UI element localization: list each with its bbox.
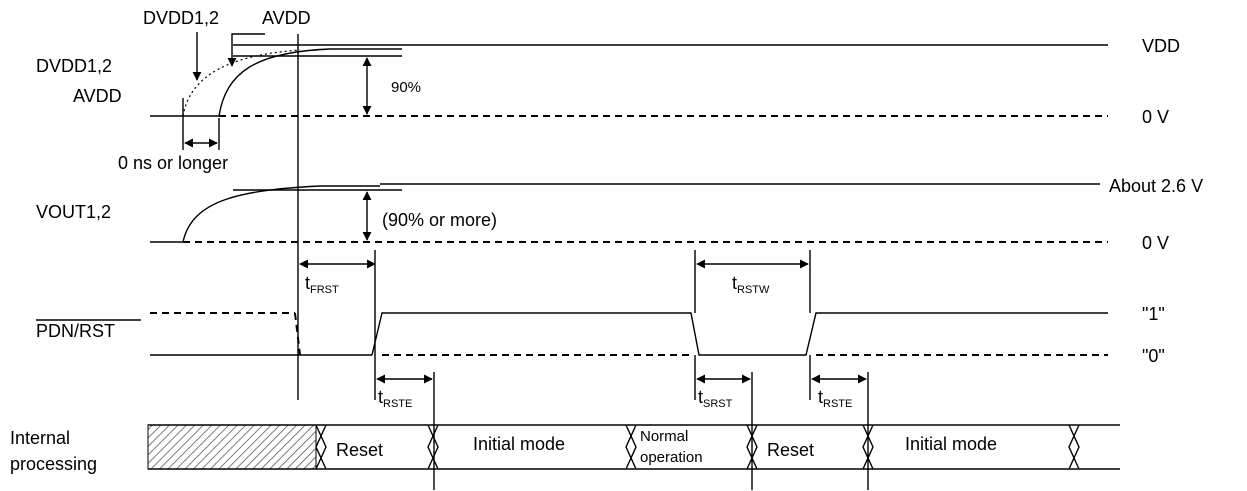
- avdd-pointer-arrow: [227, 33, 265, 67]
- pdn-label: PDN/RST: [36, 321, 115, 341]
- internal-label-line1: Internal: [10, 428, 70, 448]
- vout-rise-curve: [182, 185, 380, 243]
- state-normal-line1: Normal: [640, 428, 688, 445]
- bus-transition-1: [315, 424, 327, 470]
- dvdd-rise-curve: [182, 49, 301, 117]
- timing-dimensions: tFRST tRSTW tRSTE tSRST tRSTE: [299, 250, 869, 490]
- vout-rise-percent: (90% or more): [382, 210, 497, 230]
- supply-rise-percent: 90%: [391, 79, 421, 96]
- state-initial-mode-2: Initial mode: [905, 434, 997, 454]
- vout-level-high: About 2.6 V: [1109, 176, 1203, 196]
- supply-arrow-label-dvdd: DVDD1,2: [143, 8, 219, 28]
- vout-level-low: 0 V: [1142, 233, 1169, 253]
- bus-transition-3: [625, 424, 637, 470]
- supply-label-line1: DVDD1,2: [36, 56, 112, 76]
- supply-level-high: VDD: [1142, 36, 1180, 56]
- undefined-state-hatch: [147, 424, 317, 470]
- internal-label-line2: processing: [10, 454, 97, 474]
- vout-label: VOUT1,2: [36, 202, 111, 222]
- pdn-level-high: "1": [1142, 304, 1165, 324]
- pdn-waveform-1: [371, 312, 1108, 356]
- supply-signal: DVDD1,2 AVDD DVDD1,2 AVDD 90% VDD 0 V 0 …: [36, 8, 1180, 173]
- t-srst-label: tSRST: [698, 387, 733, 410]
- t-rste2-label: tRSTE: [818, 387, 852, 410]
- t-rste1-label: tRSTE: [378, 387, 412, 410]
- state-normal-line2: operation: [640, 449, 703, 466]
- supply-arrow-label-avdd: AVDD: [262, 8, 311, 28]
- avdd-rise-curve: [218, 48, 402, 117]
- supply-level-low: 0 V: [1142, 107, 1169, 127]
- t-rstw-label: tRSTW: [732, 273, 770, 296]
- bus-transition-2: [427, 424, 439, 470]
- state-initial-mode-1: Initial mode: [473, 434, 565, 454]
- delay-text: 0 ns or longer: [118, 153, 228, 173]
- t-frst-label: tFRST: [305, 273, 339, 296]
- bus-transition-5: [862, 424, 874, 470]
- supply-label-line2: AVDD: [73, 86, 122, 106]
- state-reset-2: Reset: [767, 440, 814, 460]
- pdn-rst-signal: PDN/RST "1" "0": [36, 304, 1165, 366]
- pdn-level-low: "0": [1142, 346, 1165, 366]
- state-reset-1: Reset: [336, 440, 383, 460]
- bus-transition-6: [1068, 424, 1080, 470]
- internal-processing-row: Internal processing Reset Initial mode N…: [10, 424, 1120, 474]
- bus-transition-4: [746, 424, 758, 470]
- vout-signal: VOUT1,2 (90% or more) About 2.6 V 0 V: [36, 176, 1203, 253]
